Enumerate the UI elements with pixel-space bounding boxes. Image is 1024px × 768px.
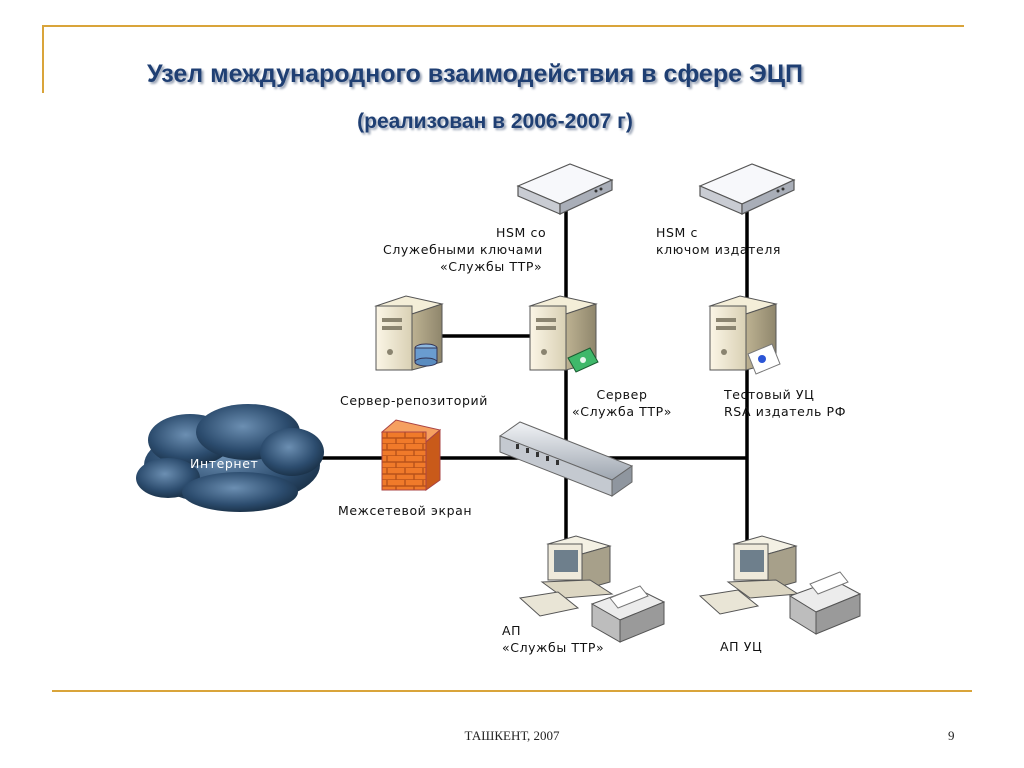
- label-line: Тестовый УЦ: [724, 387, 815, 402]
- label-line: «Службы ТТР»: [440, 259, 543, 274]
- workstation-printer-icon: [518, 535, 666, 643]
- label-line: Сервер: [596, 387, 648, 402]
- label-line: Интернет: [190, 456, 259, 471]
- top-accent-line: [42, 25, 964, 27]
- label-line: «Службы ТТР»: [502, 640, 605, 655]
- left-accent-line: [42, 25, 44, 93]
- hsm-ttp-label-cont: Служебными ключами: [383, 241, 543, 258]
- test-ca-label: Тестовый УЦ RSA издатель РФ: [724, 386, 846, 420]
- hsm-ttp-label: HSM со: [496, 224, 546, 241]
- label-line: HSM с: [656, 225, 698, 240]
- label-line: RSA издатель РФ: [724, 404, 847, 419]
- hsm-issuer-label: HSM с ключом издателя: [656, 224, 781, 258]
- footer-location-year: ТАШКЕНТ, 2007: [464, 728, 560, 743]
- label-line: АП: [502, 623, 522, 638]
- network-switch-icon: [498, 421, 634, 497]
- bottom-accent-line: [52, 690, 972, 692]
- ws-ttp-label: АП «Службы ТТР»: [502, 622, 604, 656]
- workstation-printer-icon: [698, 535, 862, 635]
- label-line: «Служба ТТР»: [572, 404, 673, 419]
- label-line: ключом издателя: [656, 242, 782, 257]
- slide-title: Узел международного взаимодействия в сфе…: [147, 60, 803, 88]
- label-line: HSM со: [496, 225, 547, 240]
- slide-subtitle: (реализован в 2006-2007 г): [357, 110, 633, 133]
- hsm-device-icon: [698, 163, 796, 215]
- label-line: Межсетевой экран: [338, 503, 473, 518]
- cloud-icon: [136, 404, 324, 512]
- firewall-label: Межсетевой экран: [338, 502, 472, 519]
- server-icon: [528, 295, 599, 373]
- ws-ca-label: АП УЦ: [720, 638, 762, 655]
- firewall-brick-icon: [380, 419, 442, 491]
- ttp-server-label: Сервер «Служба ТТР»: [572, 386, 672, 420]
- label-line: Сервер-репозиторий: [340, 393, 488, 408]
- repo-server-label: Сервер-репозиторий: [340, 392, 488, 409]
- label-line: АП УЦ: [720, 639, 763, 654]
- database-server-icon: [374, 295, 444, 371]
- hsm-ttp-label-cont2: «Службы ТТР»: [440, 258, 542, 275]
- page-number: 9: [948, 728, 955, 743]
- internet-label: Интернет: [190, 455, 258, 472]
- hsm-device-icon: [516, 163, 614, 215]
- label-line: Служебными ключами: [383, 242, 543, 257]
- certificate-server-icon: [708, 295, 781, 375]
